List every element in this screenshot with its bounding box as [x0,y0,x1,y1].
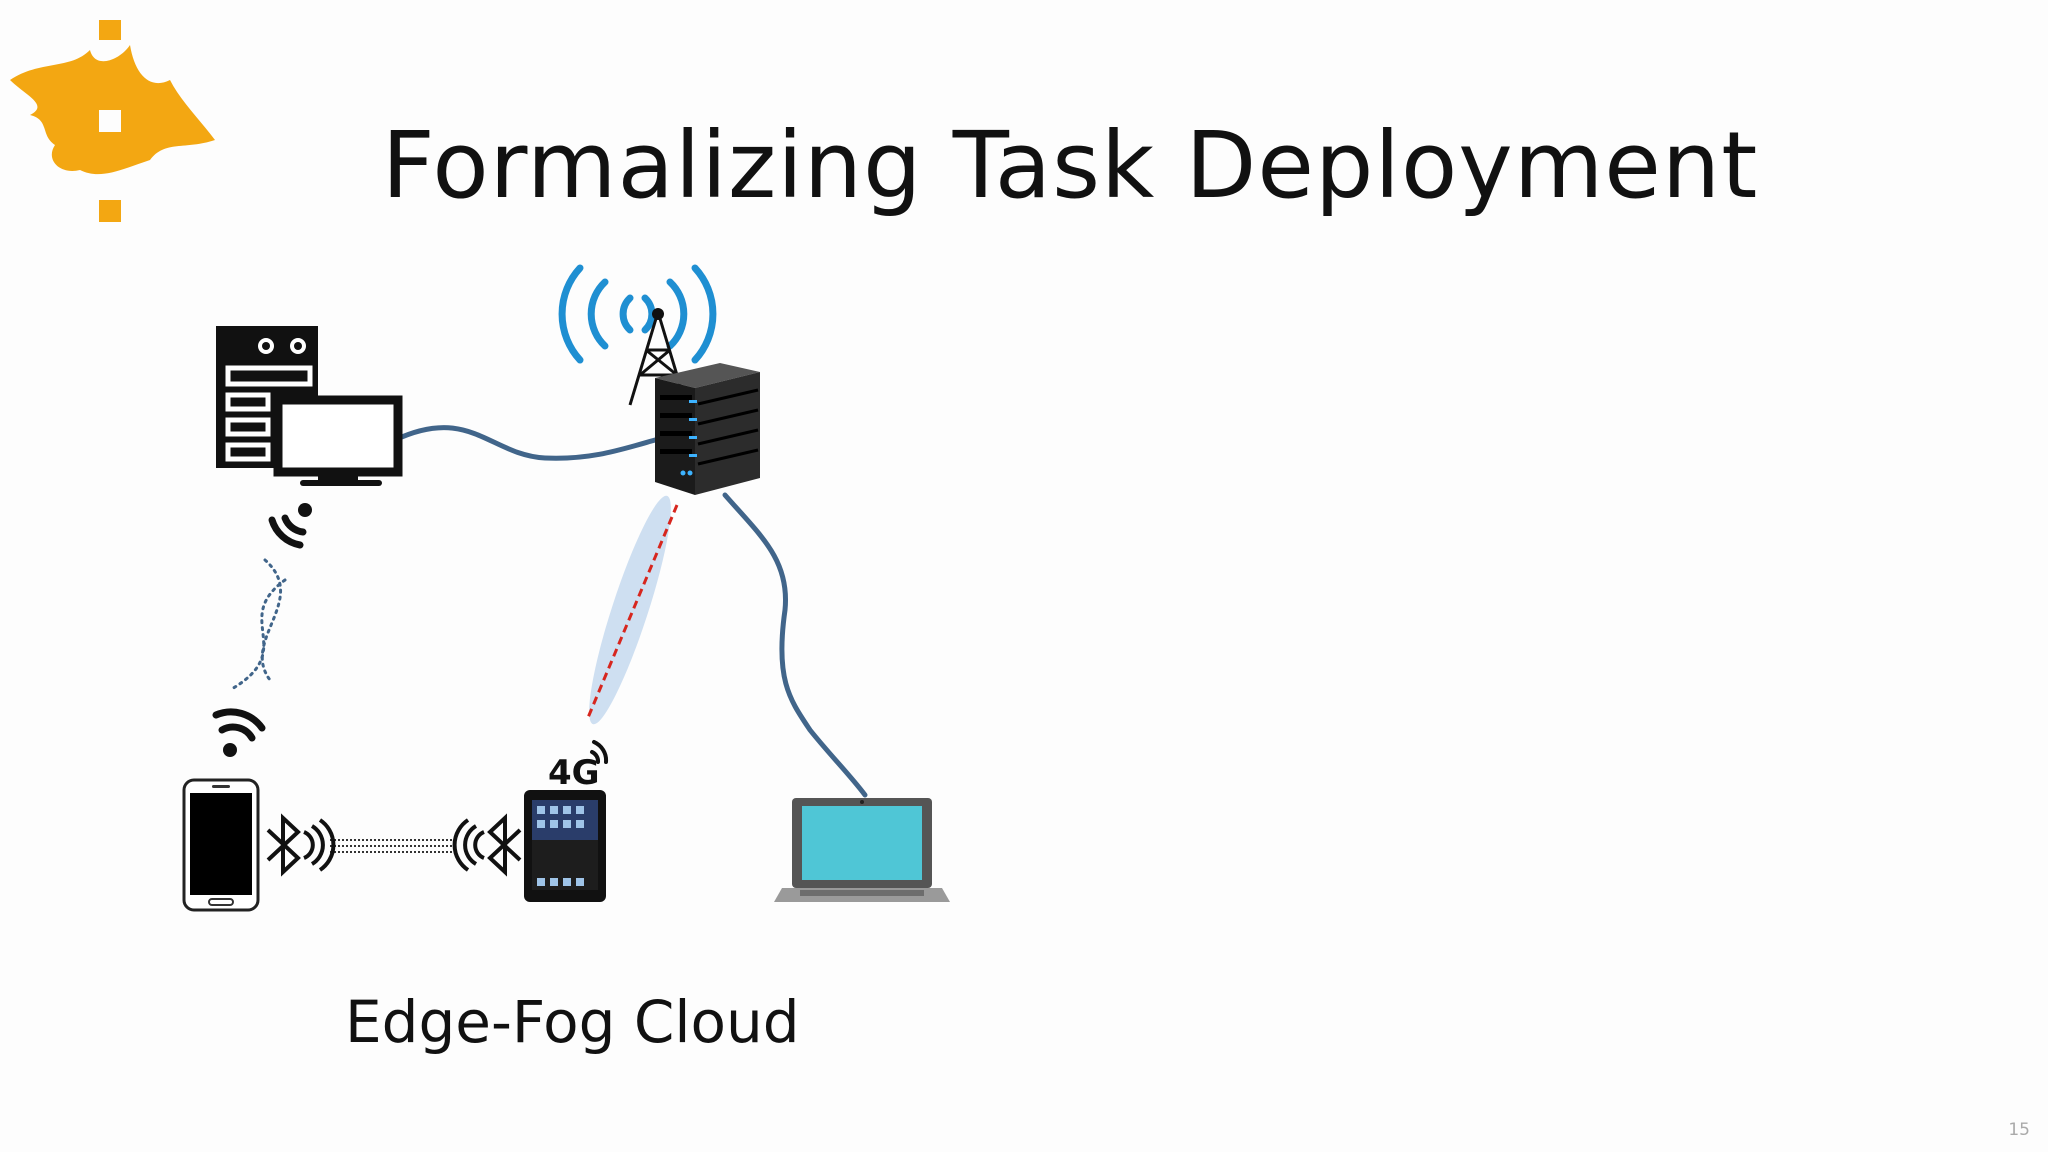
university-logo [10,20,215,222]
server-icon [655,363,760,495]
page-number: 15 [2008,1120,2030,1140]
server-laptop-link [722,492,868,798]
desktop-icon [216,326,403,486]
laptop-icon [774,798,950,902]
tablet-icon [524,790,606,902]
smartphone-icon [182,778,260,912]
wifi-icon [212,708,266,757]
cellular-link [585,495,679,725]
4g-icon: 4G [548,740,609,793]
slide-title: Formalizing Task Deployment [381,112,1759,219]
cellular-badge-label: 4G [548,753,600,793]
network-links [392,425,868,798]
bluetooth-icon [266,813,336,877]
bluetooth-icon [452,813,522,877]
desktop-server-link [392,425,658,461]
bluetooth-link [330,839,455,853]
wifi-link [228,558,287,692]
wifi-icon [268,503,312,549]
diagram-caption: Edge-Fog Cloud [345,988,800,1056]
